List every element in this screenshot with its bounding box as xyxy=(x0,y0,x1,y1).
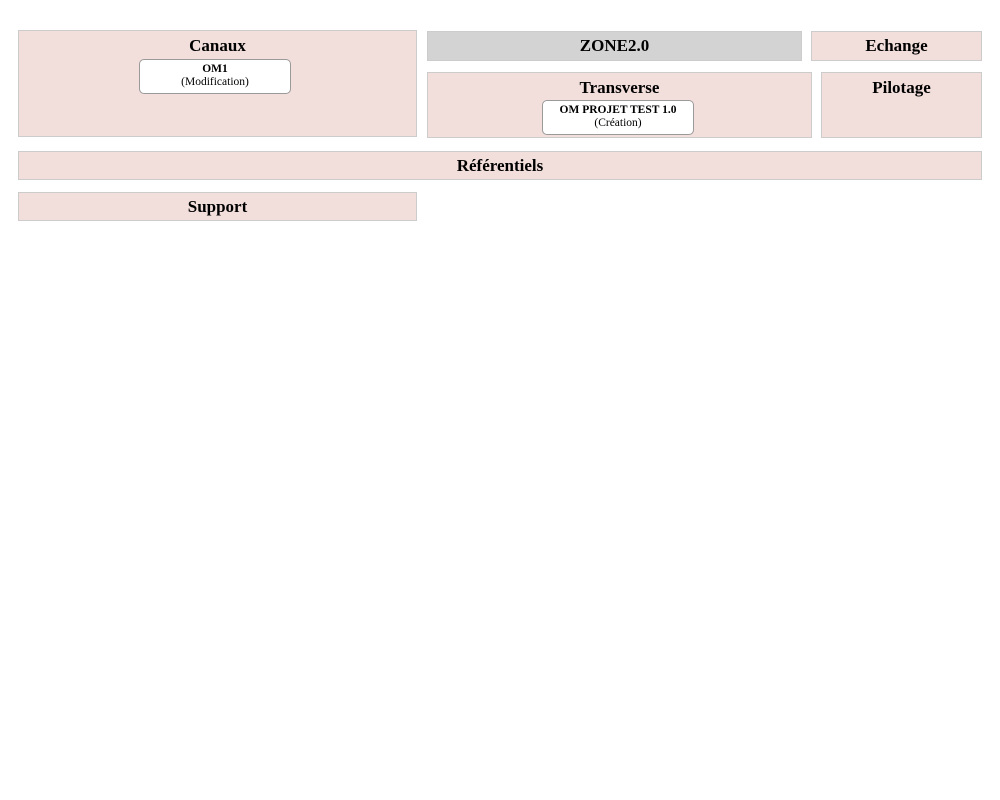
application-card-om1[interactable]: OM1 (Modification) xyxy=(139,59,291,94)
domain-block-transverse[interactable]: Transverse OM PROJET TEST 1.0 (Création) xyxy=(427,72,812,138)
application-card-om1-state: (Modification) xyxy=(181,76,249,88)
domain-block-zone2-title: ZONE2.0 xyxy=(579,36,650,55)
domain-block-canaux[interactable]: Canaux OM1 (Modification) xyxy=(18,30,417,137)
application-card-om-projet-test-state: (Création) xyxy=(594,117,642,129)
domain-block-echange[interactable]: Echange xyxy=(811,31,982,61)
domain-block-support-title: Support xyxy=(187,197,248,216)
domain-block-canaux-title: Canaux xyxy=(189,36,246,55)
domain-block-echange-title: Echange xyxy=(865,36,928,55)
domain-block-referentiels-title: Référentiels xyxy=(456,156,544,175)
application-card-om1-name: OM1 xyxy=(202,63,228,75)
domain-block-pilotage-title: Pilotage xyxy=(872,78,931,97)
domain-block-support[interactable]: Support xyxy=(18,192,417,221)
application-card-om-projet-test-name: OM PROJET TEST 1.0 xyxy=(559,104,677,116)
domain-block-zone2[interactable]: ZONE2.0 xyxy=(427,31,802,61)
application-card-om-projet-test[interactable]: OM PROJET TEST 1.0 (Création) xyxy=(542,100,694,135)
domain-block-transverse-title: Transverse xyxy=(579,78,660,97)
domain-block-referentiels[interactable]: Référentiels xyxy=(18,151,982,180)
domain-block-pilotage[interactable]: Pilotage xyxy=(821,72,982,138)
